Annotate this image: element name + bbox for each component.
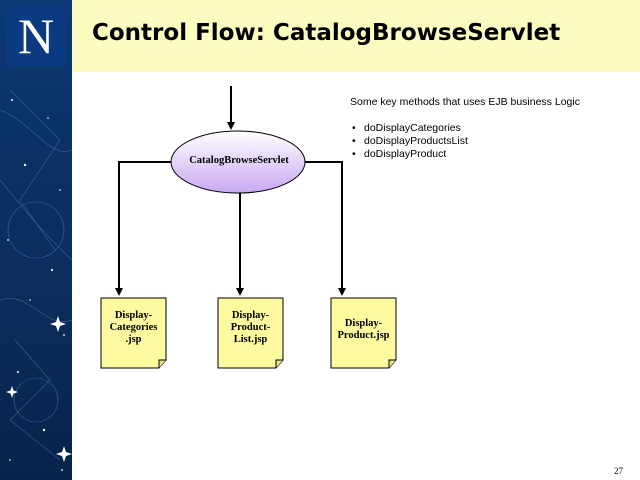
jsp-label-line: Categories (109, 322, 158, 333)
display-product-list-label: Display-Product-List.jsp (218, 310, 283, 346)
method-item: doDisplayProductsList (350, 135, 580, 148)
method-item: doDisplayCategories (350, 122, 580, 135)
method-item: doDisplayProduct (350, 148, 580, 161)
star-map-decoration (0, 89, 72, 471)
jsp-note-shapes (100, 297, 397, 369)
title-band (0, 0, 640, 72)
netscape-logo: N (6, 6, 66, 66)
jsp-label-line: List.jsp (233, 334, 268, 345)
methods-notes: Some key methods that uses EJB business … (350, 96, 580, 161)
jsp-label-line: Display- (114, 310, 153, 321)
servlet-label: CatalogBrowseServlet (189, 155, 289, 166)
notes-heading: Some key methods that uses EJB business … (350, 96, 580, 108)
jsp-label-line: Display- (344, 318, 383, 329)
arrow-to-display-categories (115, 161, 171, 296)
jsp-label-line: Display- (231, 310, 270, 321)
arrow-to-display-product (305, 161, 346, 296)
jsp-label-line: .jsp (125, 334, 142, 345)
slide-title: Control Flow: CatalogBrowseServlet (92, 20, 561, 46)
logo-letter: N (17, 8, 55, 64)
methods-list: doDisplayCategories doDisplayProductsLis… (350, 122, 580, 161)
jsp-label-line: Product- (230, 322, 271, 333)
display-product-label: Display-Product.jsp (331, 318, 396, 342)
page-number: 27 (614, 466, 623, 476)
display-categories-label: Display-Categories.jsp (101, 310, 166, 346)
starfield-sidebar: N (0, 0, 72, 480)
jsp-label-line: Product.jsp (337, 330, 390, 341)
